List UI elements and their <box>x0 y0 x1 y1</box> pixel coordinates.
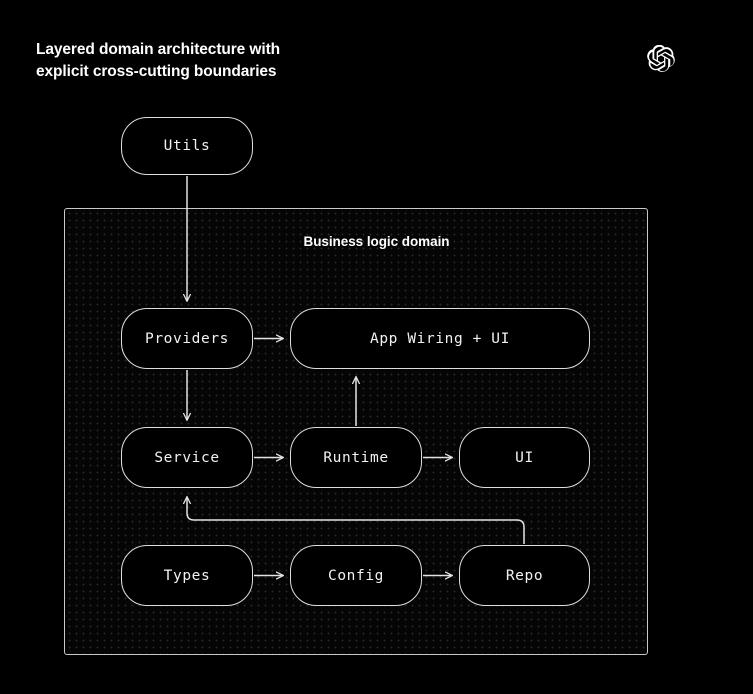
node-ui-label: UI <box>515 449 534 466</box>
node-repo[interactable]: Repo <box>459 545 590 606</box>
node-app-wiring-ui-label: App Wiring + UI <box>370 330 510 347</box>
node-utils[interactable]: Utils <box>121 117 253 175</box>
domain-label: Business logic domain <box>303 234 450 249</box>
node-providers-label: Providers <box>145 330 229 347</box>
node-utils-label: Utils <box>163 138 211 154</box>
node-types[interactable]: Types <box>121 545 253 606</box>
node-config[interactable]: Config <box>290 545 422 606</box>
node-service[interactable]: Service <box>121 427 253 488</box>
node-runtime[interactable]: Runtime <box>290 427 422 488</box>
node-repo-label: Repo <box>505 567 544 584</box>
node-providers[interactable]: Providers <box>121 308 253 369</box>
node-runtime-label: Runtime <box>323 449 389 466</box>
openai-logo-icon <box>647 44 675 73</box>
page-title: Layered domain architecture with explici… <box>36 41 281 81</box>
node-app-wiring-ui[interactable]: App Wiring + UI <box>290 308 590 369</box>
node-ui[interactable]: UI <box>459 427 590 488</box>
node-service-label: Service <box>154 449 220 466</box>
node-config-label: Config <box>328 567 384 584</box>
node-types-label: Types <box>163 567 211 584</box>
